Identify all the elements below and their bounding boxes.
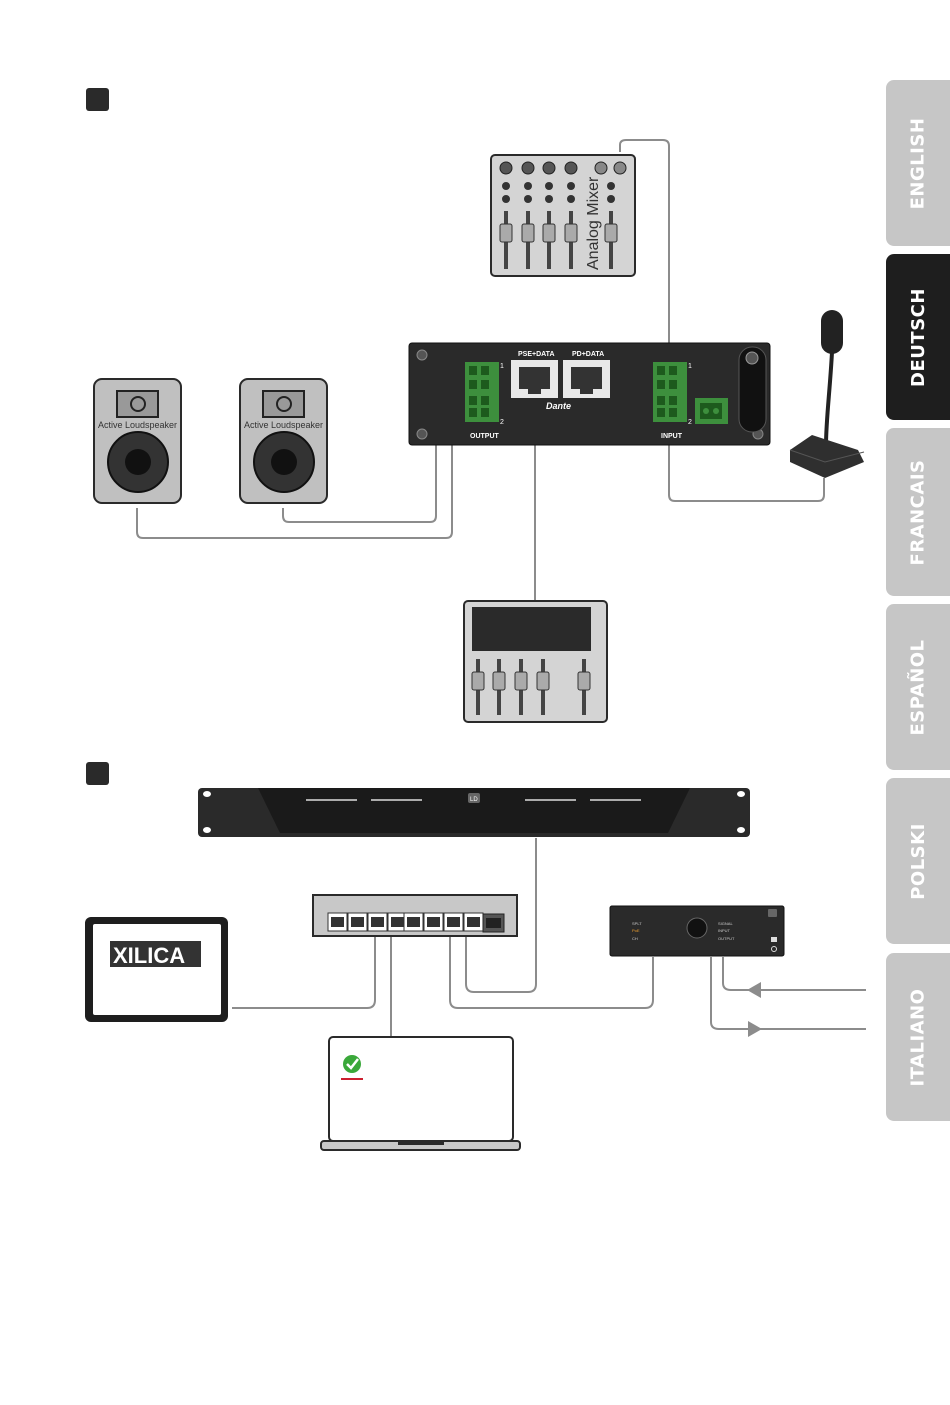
rack-processor: LD [198,788,750,837]
output-ch1: 1 [500,363,504,370]
input-ch1: 1 [688,363,692,370]
step-1-marker [86,88,109,111]
lock-icon [771,937,777,942]
panel-right2: INPUT [718,928,731,933]
speaker-2-label: Active Loudspeaker [244,420,323,430]
port-pd-label: PD+DATA [572,351,604,358]
dante-front-panel-device: SPLT PoE CH SIGNAL INPUT OUTPUT [610,906,784,956]
tablet-xilica: XILICA [85,917,228,1022]
output-terminal [465,362,499,422]
dante-logo: Dante [546,401,571,411]
rack-badge: LD [470,797,478,803]
panel-row1: SPLT [632,921,642,926]
tab-english[interactable]: ENGLISH [886,80,950,246]
tab-espanol[interactable]: ESPAÑOL [886,604,950,770]
laptop [321,1037,520,1150]
power-terminal [695,398,728,424]
panel-row3: CH [632,936,638,941]
tab-italiano[interactable]: ITALIANO [886,953,950,1121]
panel-right3: OUTPUT [718,936,735,941]
arrow-out [748,1021,762,1037]
port-pse-label: PSE+DATA [518,351,555,358]
tab-polski-label: POLSKI [908,823,929,900]
speaker-1-label: Active Loudspeaker [98,420,177,430]
tab-francais[interactable]: FRANCAIS [886,428,950,596]
ethernet-port-pse [511,360,558,398]
device-handle [739,347,766,432]
arrow-in [747,982,761,998]
ethernet-port-pd [563,360,610,398]
tab-italiano-label: ITALIANO [908,988,929,1086]
active-loudspeaker-1: Active Loudspeaker [94,379,181,503]
step-2-marker [86,762,109,785]
analog-mixer: Analog Mixer [491,155,635,276]
network-switch [313,895,517,936]
tab-deutsch-label: DEUTSCH [908,288,929,387]
tablet-logo: XILICA [113,943,185,968]
panel-right1: SIGNAL [718,921,733,926]
output-label: OUTPUT [470,433,500,440]
tab-english-label: ENGLISH [908,117,929,209]
wall-controller [464,601,607,722]
dante-io-device: 1 2 OUTPUT PSE+DATA PD+DATA Dante 1 2 IN… [409,343,770,445]
input-ch2: 2 [688,419,692,426]
input-label: INPUT [661,433,683,440]
tab-deutsch[interactable]: DEUTSCH [886,254,950,420]
mixer-label: Analog Mixer [585,176,602,270]
tab-espanol-label: ESPAÑOL [908,639,929,735]
input-terminal [653,362,687,422]
tab-polski[interactable]: POLSKI [886,778,950,944]
tab-francais-label: FRANCAIS [908,459,929,565]
gooseneck-microphone [790,310,864,478]
active-loudspeaker-2: Active Loudspeaker [240,379,327,503]
panel-row2: PoE [632,928,640,933]
output-ch2: 2 [500,419,504,426]
